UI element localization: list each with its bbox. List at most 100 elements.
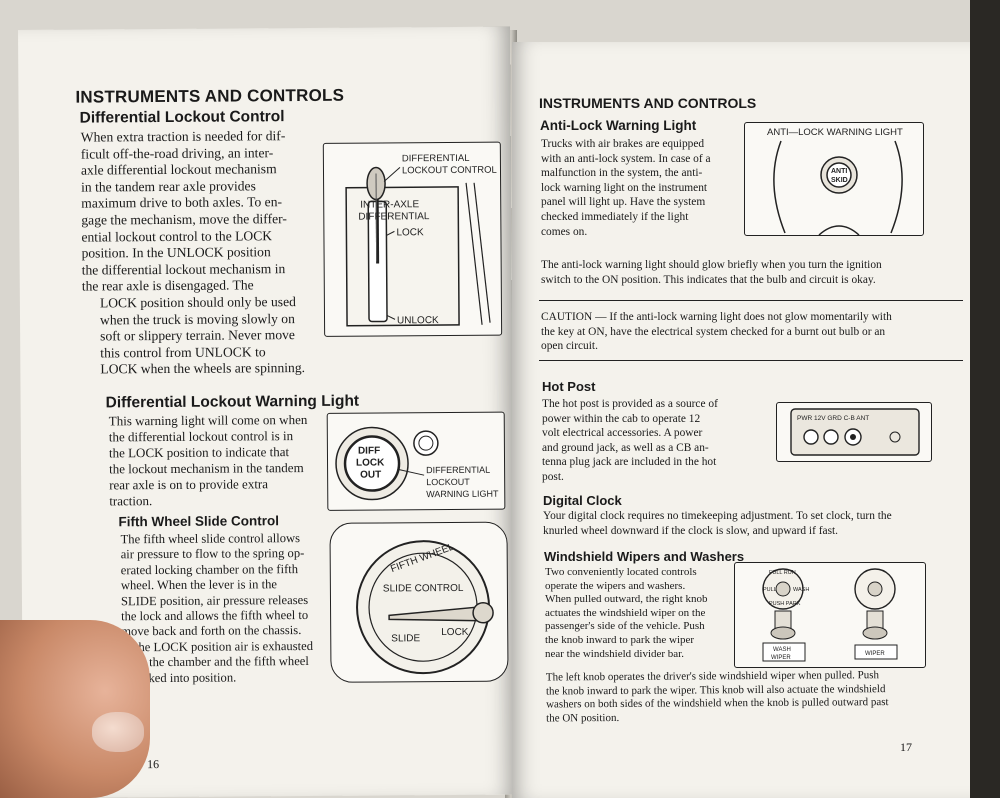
hot-post-text: The hot post is provided as a source of … — [542, 397, 742, 485]
digital-clock-text: Your digital clock requires no timekeepi… — [543, 509, 967, 538]
anti-skid-light-illustration: ANTI—LOCK WARNING LIGHT ANTI SKID — [767, 127, 903, 236]
left-plate-line-1: WASH — [773, 647, 791, 653]
fifth-wheel-control-illustration: FIFTH WHEEL SLIDE CONTROL SLIDE LOCK — [356, 540, 494, 675]
text-line: the lockout mechanism in the tandem — [109, 460, 304, 477]
text-line: tenna plug jack are included in the hot — [542, 456, 717, 469]
wipers-text: Two conveniently located controls operat… — [545, 566, 745, 661]
text-line: The hot post is provided as a source of — [542, 398, 718, 410]
text-line: move back and forth on the chassis. — [121, 623, 302, 639]
text-line: erated locking chamber on the fifth — [120, 561, 299, 578]
text-line: gage the mechanism, move the differ- — [81, 211, 287, 228]
text-line: near the windshield divider bar. — [545, 647, 684, 660]
left-page-number: 16 — [147, 757, 160, 772]
diff-lockout-light-illustration: DIFF LOCK OUT DIFFERENTIAL LOCKOUT WARNI… — [335, 426, 499, 501]
text-line: Two conveniently located controls — [545, 566, 697, 578]
text-line: the knob inward to park the wiper — [545, 633, 695, 646]
lockout-control-figure: DIFFERENTIAL LOCKOUT CONTROL INTER-AXLE … — [322, 141, 503, 337]
lock-label: LOCK — [396, 227, 424, 238]
caution-top-rule — [539, 300, 963, 301]
text-line: the ON position. — [546, 711, 620, 725]
light-text-2: LOCK — [356, 457, 385, 468]
text-line: operate the wipers and washers. — [545, 579, 686, 592]
slide-label: SLIDE — [391, 633, 420, 644]
lock-label: LOCK — [441, 627, 469, 638]
callout-line-1: DIFFERENTIAL — [402, 153, 470, 164]
lockout-heading: Differential Lockout Control — [79, 108, 285, 127]
text-line: the lock and allows the fifth wheel to — [121, 608, 309, 624]
fifth-wheel-text: The fifth wheel slide control allows air… — [121, 531, 352, 687]
text-line: maximum drive to both axles. To en- — [81, 194, 283, 211]
text-line: power within the cab to operate 12 — [542, 412, 701, 425]
callout-3: WARNING LIGHT — [426, 489, 499, 500]
text-line: traction. — [109, 493, 153, 509]
text-line: malfunction in the system, the anti- — [541, 167, 703, 180]
text-line: and ground jack, as well as a CB an- — [542, 441, 709, 454]
light-text-1: DIFF — [358, 445, 380, 456]
background-surface — [970, 0, 1000, 798]
text-line: knurled wheel downward if the clock is s… — [543, 524, 839, 537]
text-line: LOCK when the wheels are spinning. — [100, 360, 306, 377]
caution-bottom-rule — [539, 360, 963, 361]
text-line: axle differential lockout mechanism — [80, 161, 277, 178]
text-line: the key at ON, have the electrical syste… — [541, 325, 886, 338]
warning-light-heading: Differential Lockout Warning Light — [105, 392, 360, 412]
text-line: air pressure to flow to the spring op- — [120, 546, 305, 562]
wash-label: WASH — [793, 587, 809, 593]
right-plate: WIPER — [865, 651, 885, 657]
text-line: The fifth wheel slide control allows — [120, 531, 301, 547]
antilock-text: Trucks with air brakes are equipped with… — [541, 137, 751, 239]
text-line: the differential lockout mechanism in — [81, 260, 286, 278]
left-section-title: INSTRUMENTS AND CONTROLS — [75, 85, 345, 107]
text-line: open circuit. — [541, 340, 598, 353]
text-line: When extra traction is needed for dif- — [80, 128, 286, 145]
full-run-label: FULL RUN — [769, 570, 796, 576]
text-line: panel will light up. Have the system — [541, 196, 706, 209]
wipers-heading: Windshield Wipers and Washers — [544, 549, 745, 564]
antilock-figure: ANTI—LOCK WARNING LIGHT ANTI SKID — [744, 122, 924, 236]
text-line: LOCK position should only be used — [99, 294, 296, 311]
text-line: When pulled outward, the right knob — [545, 593, 708, 606]
push-park-label: PUSH PARK — [769, 601, 801, 607]
right-page: INSTRUMENTS AND CONTROLS Anti-Lock Warni… — [512, 42, 970, 798]
text-line: comes on. — [541, 225, 588, 238]
text-line: Trucks with air brakes are equipped — [541, 138, 705, 150]
jack-labels: PWR 12V GRD C-B ANT — [797, 415, 869, 422]
fifth-wheel-figure: FIFTH WHEEL SLIDE CONTROL SLIDE LOCK — [329, 521, 509, 683]
text-line: the LOCK position to indicate that — [108, 444, 290, 461]
text-line: rear axle is on to provide extra — [109, 476, 269, 493]
text-line: wheel. When the lever is in the — [120, 577, 278, 593]
light-text-2: SKID — [831, 177, 848, 184]
figure-title: ANTI—LOCK WARNING LIGHT — [767, 127, 903, 138]
text-line: actuates the windshield wiper on the — [545, 606, 706, 619]
hot-post-heading: Hot Post — [542, 379, 596, 394]
text-line: passenger's side of the vehicle. Push — [545, 620, 705, 633]
right-section-title: INSTRUMENTS AND CONTROLS — [539, 95, 757, 111]
text-line: ential lockout control to the LOCK — [81, 227, 273, 245]
text-line: the differential lockout control is in — [108, 428, 294, 445]
callout-2: LOCKOUT — [426, 477, 470, 487]
antilock-heading: Anti-Lock Warning Light — [540, 118, 697, 133]
text-line: The anti-lock warning light should glow … — [541, 259, 882, 271]
text-line: is locked into position. — [121, 670, 237, 685]
hand-thumb — [0, 620, 150, 798]
warning-light-text: This warning light will come on when the… — [109, 412, 340, 510]
slide-control-label: SLIDE CONTROL — [383, 583, 464, 595]
left-plate-line-2: WIPER — [771, 655, 791, 661]
text-line: post. — [542, 470, 564, 483]
wipers-text-2: The left knob operates the driver's side… — [546, 669, 970, 726]
digital-clock-heading: Digital Clock — [543, 493, 622, 508]
text-line: position. In the UNLOCK position — [81, 244, 271, 261]
antilock-paragraph-2: The anti-lock warning light should glow … — [541, 258, 961, 287]
text-line: checked immediately if the light — [541, 210, 689, 223]
text-line: soft or slippery terrain. Never move — [100, 327, 295, 344]
hot-post-figure: PWR 12V GRD C-B ANT — [776, 402, 932, 462]
callout-line-2: LOCKOUT CONTROL — [402, 165, 497, 177]
text-line: in the tandem rear axle provides — [81, 178, 256, 195]
plate-label-2: DIFFERENTIAL — [358, 211, 430, 222]
text-line: This warning light will come on when — [108, 411, 308, 429]
light-text-1: ANTI — [831, 168, 847, 175]
light-text-3: OUT — [360, 469, 381, 480]
pull-label: PULL — [763, 587, 777, 593]
text-line: volt electrical accessories. A power — [542, 427, 703, 440]
text-line: switch to the ON position. This indicate… — [541, 273, 876, 286]
